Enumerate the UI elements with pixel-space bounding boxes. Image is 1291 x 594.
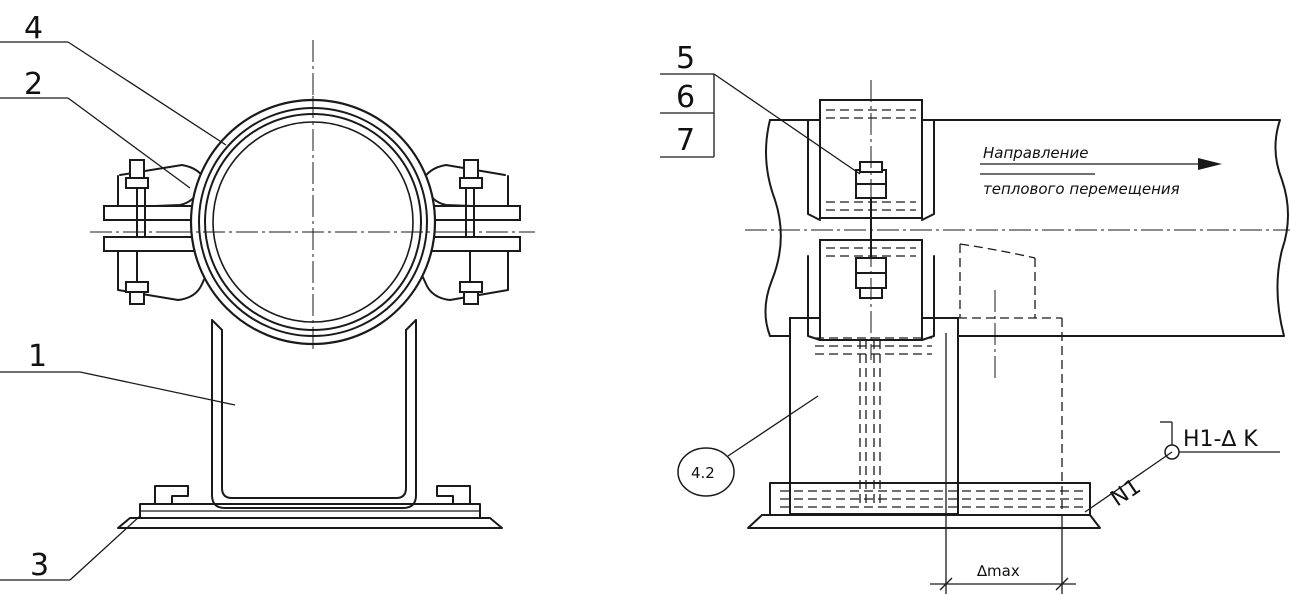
pipe bbox=[170, 96, 460, 350]
label-detail-4-2: 4.2 bbox=[691, 464, 715, 482]
weld-mark: N1 bbox=[1106, 474, 1145, 512]
label-part-2: 2 bbox=[24, 67, 43, 102]
left-leaders bbox=[0, 41, 236, 581]
label-part-7: 7 bbox=[676, 123, 695, 158]
weld-size: H1-∆ K bbox=[1183, 427, 1258, 452]
direction-note-line1: Направление bbox=[983, 144, 1088, 162]
direction-note-line2: теплового перемещения bbox=[983, 180, 1180, 198]
label-part-3: 3 bbox=[30, 548, 49, 583]
detail-ref bbox=[677, 395, 819, 497]
label-table bbox=[660, 73, 861, 175]
left-view: 4 2 1 3 bbox=[0, 11, 535, 583]
base-plate-side bbox=[747, 482, 1101, 529]
right-view: Направление теплового перемещения 5 6 7 … bbox=[660, 41, 1290, 594]
left-bolts bbox=[125, 159, 483, 305]
dimension-label: ∆max bbox=[976, 562, 1020, 580]
label-part-1: 1 bbox=[28, 339, 47, 374]
label-part-6: 6 bbox=[676, 80, 695, 115]
direction-arrow bbox=[980, 158, 1222, 175]
base-plate bbox=[117, 485, 503, 529]
dimension-delta-max bbox=[930, 333, 1076, 594]
support-post bbox=[789, 243, 1063, 515]
pipe-side bbox=[745, 119, 1290, 337]
lower-clamp-block bbox=[807, 80, 935, 360]
bottom-clamp bbox=[103, 236, 521, 301]
support-column bbox=[211, 319, 417, 509]
label-part-4: 4 bbox=[24, 11, 43, 46]
label-part-5: 5 bbox=[676, 41, 695, 76]
weld-callout bbox=[1084, 421, 1280, 513]
